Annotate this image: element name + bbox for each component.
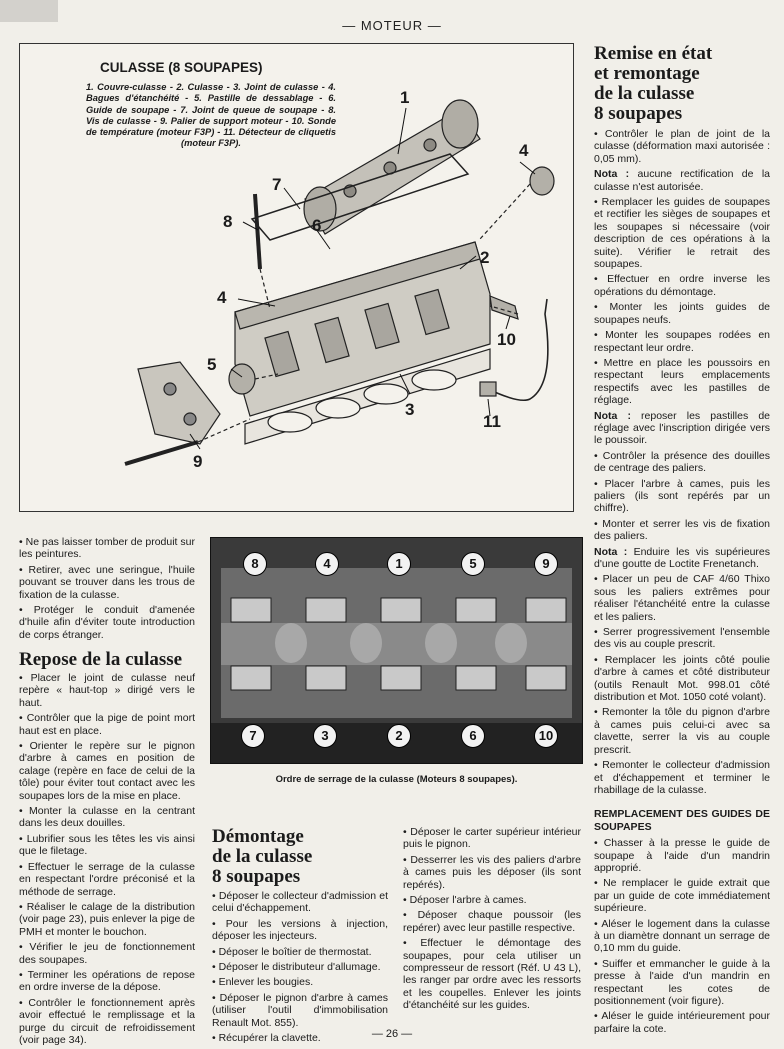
bolt-number-10: 10 [534, 724, 558, 748]
callout-4-right: 4 [519, 141, 529, 160]
demontage-title: Démontage de la culasse 8 soupapes [212, 826, 313, 887]
callout-1: 1 [400, 88, 410, 107]
callout-3: 3 [405, 400, 415, 419]
engine-head-photo-drawing [211, 538, 582, 763]
bolt-number-8: 8 [243, 552, 267, 576]
callout-2: 2 [480, 248, 490, 267]
bolt-number-5: 5 [461, 552, 485, 576]
remise-en-etat-title: Remise en état et remontage de la culass… [594, 43, 713, 124]
figure-caption: 1. Couvre-culasse - 2. Culasse - 3. Join… [86, 82, 336, 149]
left-column-repose: Placer le joint de culasse neuf repère «… [19, 672, 195, 1049]
right-column-text: Contrôler le plan de joint de la culasse… [594, 128, 770, 1038]
bolt-number-4: 4 [315, 552, 339, 576]
section-header: — MOTEUR — [342, 18, 442, 33]
bolt-number-7: 7 [241, 724, 265, 748]
callout-6: 6 [312, 216, 322, 235]
callout-4-left: 4 [217, 288, 227, 307]
tightening-order-photo: 8 4 1 5 9 7 3 2 6 10 [210, 537, 583, 764]
callout-11: 11 [483, 412, 501, 431]
figure-title: CULASSE (8 SOUPAPES) [100, 60, 263, 75]
scan-artifact [0, 0, 58, 22]
callout-7: 7 [272, 175, 282, 194]
bolt-number-9: 9 [534, 552, 558, 576]
bolt-number-6: 6 [461, 724, 485, 748]
callout-8: 8 [223, 212, 233, 231]
callout-9: 9 [193, 452, 203, 471]
page-number: — 26 — [371, 1028, 413, 1040]
cylinder-head-drawing [124, 99, 555, 466]
callout-5: 5 [207, 355, 217, 374]
callout-10: 10 [497, 330, 516, 349]
left-column-top: Ne pas laisser tomber de produit sur les… [19, 536, 195, 644]
bolt-number-1: 1 [387, 552, 411, 576]
bolt-number-3: 3 [313, 724, 337, 748]
demontage-col-b: Déposer le carter supérieur intérieur pu… [403, 826, 581, 1015]
repose-title: Repose de la culasse [19, 649, 183, 670]
photo-caption: Ordre de serrage de la culasse (Moteurs … [275, 774, 518, 785]
bolt-number-2: 2 [387, 724, 411, 748]
guides-subheading: REMPLACEMENT DES GUIDES DE SOUPAPES [594, 808, 770, 833]
demontage-col-a: Déposer le collecteur d'admission et cel… [212, 890, 388, 1047]
